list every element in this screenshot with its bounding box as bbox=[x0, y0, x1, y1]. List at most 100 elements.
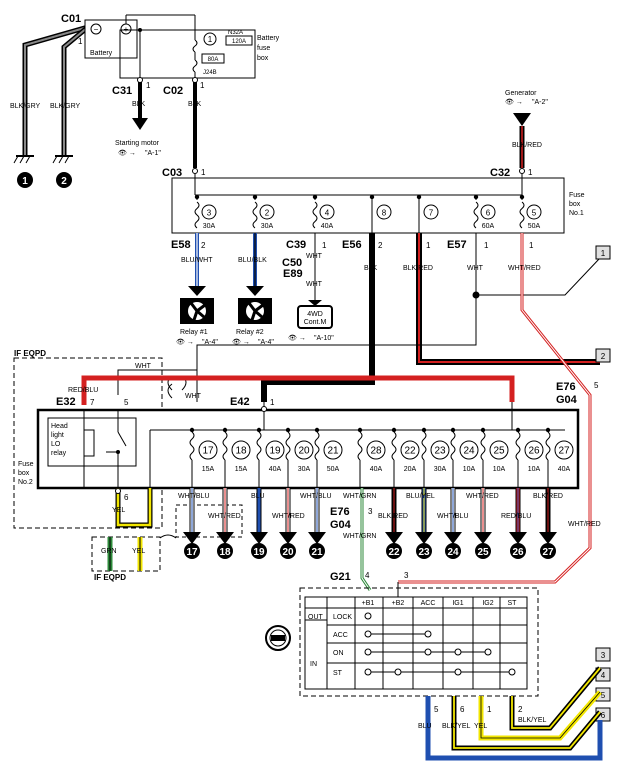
junction-dot bbox=[480, 427, 486, 433]
battery-fuse-80a: 80A bbox=[208, 57, 219, 63]
output-arrow-icon bbox=[279, 532, 297, 544]
wire-label-c31: BLK bbox=[132, 101, 146, 108]
generator-eye-icon: 👁 → bbox=[505, 98, 523, 106]
relay-2-ref: "A-4" bbox=[258, 339, 274, 346]
fuse-number-badge bbox=[231, 440, 251, 460]
fuse-1-number: 8 bbox=[382, 209, 387, 218]
junction-dot bbox=[256, 427, 262, 433]
pin-e32-5: 5 bbox=[124, 398, 129, 407]
battery-section: BLK/GRY BLK/GRY 1 2 C01 1 − + Battery bbox=[10, 13, 548, 188]
fuse-2-rating: 10A bbox=[528, 466, 541, 473]
wire-label-wht-mid: WHT bbox=[185, 393, 202, 400]
fuse-2-rating: 20A bbox=[404, 466, 417, 473]
connector-c39: C39 bbox=[286, 239, 306, 251]
pin-c31: 1 bbox=[146, 81, 151, 90]
pin-c02: 1 bbox=[200, 81, 205, 90]
fuse-2-rating: 15A bbox=[235, 466, 248, 473]
fwd-control-module-icon bbox=[297, 305, 333, 329]
ignition-in-label: IN bbox=[310, 661, 317, 668]
fuse-1-rating: 40A bbox=[321, 223, 334, 230]
switch-contact bbox=[394, 668, 402, 676]
ignition-row-label: ST bbox=[333, 670, 343, 677]
relay-switch-icon bbox=[117, 431, 127, 447]
pin-c32: 1 bbox=[528, 168, 533, 177]
pin-g21-3: 3 bbox=[404, 571, 409, 580]
relay-1-eye-icon: 👁 → bbox=[176, 338, 194, 346]
fuse-2-rating: 40A bbox=[370, 466, 383, 473]
pin-sw-6: 6 bbox=[460, 705, 465, 714]
fuse-element-icon bbox=[357, 431, 363, 461]
connector-e76-bottom: E76 bbox=[330, 506, 350, 518]
fuse-number-badge bbox=[198, 440, 218, 460]
fuse-box-2-label-2: box bbox=[18, 470, 30, 477]
fuse-number-badge bbox=[459, 440, 479, 460]
fuse-2-rating: 30A bbox=[434, 466, 447, 473]
switch-contact bbox=[364, 612, 372, 620]
fuse-box-1-body bbox=[171, 177, 565, 234]
fuse-element-icon bbox=[515, 431, 521, 461]
junction-dot bbox=[421, 427, 427, 433]
pin-e76-5: 5 bbox=[594, 381, 599, 390]
fuse-2-number: 27 bbox=[558, 446, 570, 457]
output-number-badge bbox=[540, 543, 556, 559]
ignition-row-label: ON bbox=[333, 650, 344, 657]
fuse-1-rating: 60A bbox=[482, 223, 495, 230]
fuse-element-icon bbox=[450, 431, 456, 461]
output-number: 19 bbox=[253, 547, 265, 558]
ignition-row-label: ACC bbox=[333, 632, 348, 639]
output-number-badge bbox=[475, 543, 491, 559]
fwd-label-1: 4WD bbox=[307, 311, 323, 318]
connector-c02: C02 bbox=[163, 85, 183, 97]
connector-e32: E32 bbox=[56, 396, 76, 408]
fuse-box-1-outputs: E58 2 BLU/WHT BLU/BLK Relay #1 👁 → "A-4"… bbox=[171, 233, 601, 584]
fuse-1-number: 7 bbox=[429, 209, 434, 218]
output-number: 23 bbox=[418, 547, 430, 558]
wire-label-grn: GRN bbox=[101, 548, 117, 555]
fuse-element-icon bbox=[252, 201, 258, 229]
connector-e58: E58 bbox=[171, 239, 191, 251]
fuse-element-icon bbox=[545, 431, 551, 461]
fuse-element-icon bbox=[480, 431, 486, 461]
connector-c01: C01 bbox=[61, 13, 81, 25]
side-ref-number: 4 bbox=[601, 671, 606, 680]
wire-label-output: BLU/YEL bbox=[406, 493, 435, 500]
fuse-number-badge bbox=[524, 440, 544, 460]
output-number-badge bbox=[309, 543, 325, 559]
fwd-eye-icon: 👁 → bbox=[288, 334, 306, 342]
pin-e58: 2 bbox=[201, 241, 206, 250]
fuse-element-icon bbox=[473, 201, 479, 229]
connector-g21: G21 bbox=[330, 571, 351, 583]
output-arrow-icon bbox=[308, 532, 326, 544]
fuse-box-1-label-1: Fuse bbox=[569, 192, 585, 199]
output-number-badge bbox=[386, 543, 402, 559]
junction-dot bbox=[252, 194, 258, 200]
fuse-2-number: 18 bbox=[235, 446, 247, 457]
switch-contact bbox=[484, 648, 492, 656]
pin-e56: 2 bbox=[378, 241, 383, 250]
ignition-key-icon bbox=[265, 625, 291, 651]
connector-c50: C50 bbox=[282, 257, 302, 269]
output-number: 27 bbox=[542, 547, 554, 558]
fuse-number-badge bbox=[366, 440, 386, 460]
fuse-2-rating: 15A bbox=[202, 466, 215, 473]
fuse-2-rating: 30A bbox=[298, 466, 311, 473]
switch-contact bbox=[454, 648, 462, 656]
connector-e89: E89 bbox=[283, 268, 303, 280]
battery-label: Battery bbox=[90, 50, 113, 57]
output-arrow-icon bbox=[509, 532, 527, 544]
ignition-column-header: +B1 bbox=[362, 600, 375, 607]
headlight-relay-box bbox=[47, 417, 137, 467]
wire-label-sw-blu: BLU bbox=[418, 723, 432, 730]
fuse-number-badge bbox=[526, 204, 542, 220]
fuse-element-icon bbox=[391, 431, 397, 461]
output-number: 26 bbox=[512, 547, 524, 558]
fuse-element-icon bbox=[285, 431, 291, 461]
output-arrow-icon bbox=[385, 532, 403, 544]
wire-label-e56: BLK bbox=[364, 265, 378, 272]
fuse-element-icon bbox=[222, 431, 228, 461]
headlight-relay-l2: light bbox=[51, 432, 64, 439]
wire-label-output: WHT/BLU bbox=[437, 513, 469, 520]
switch-contact bbox=[364, 630, 372, 638]
